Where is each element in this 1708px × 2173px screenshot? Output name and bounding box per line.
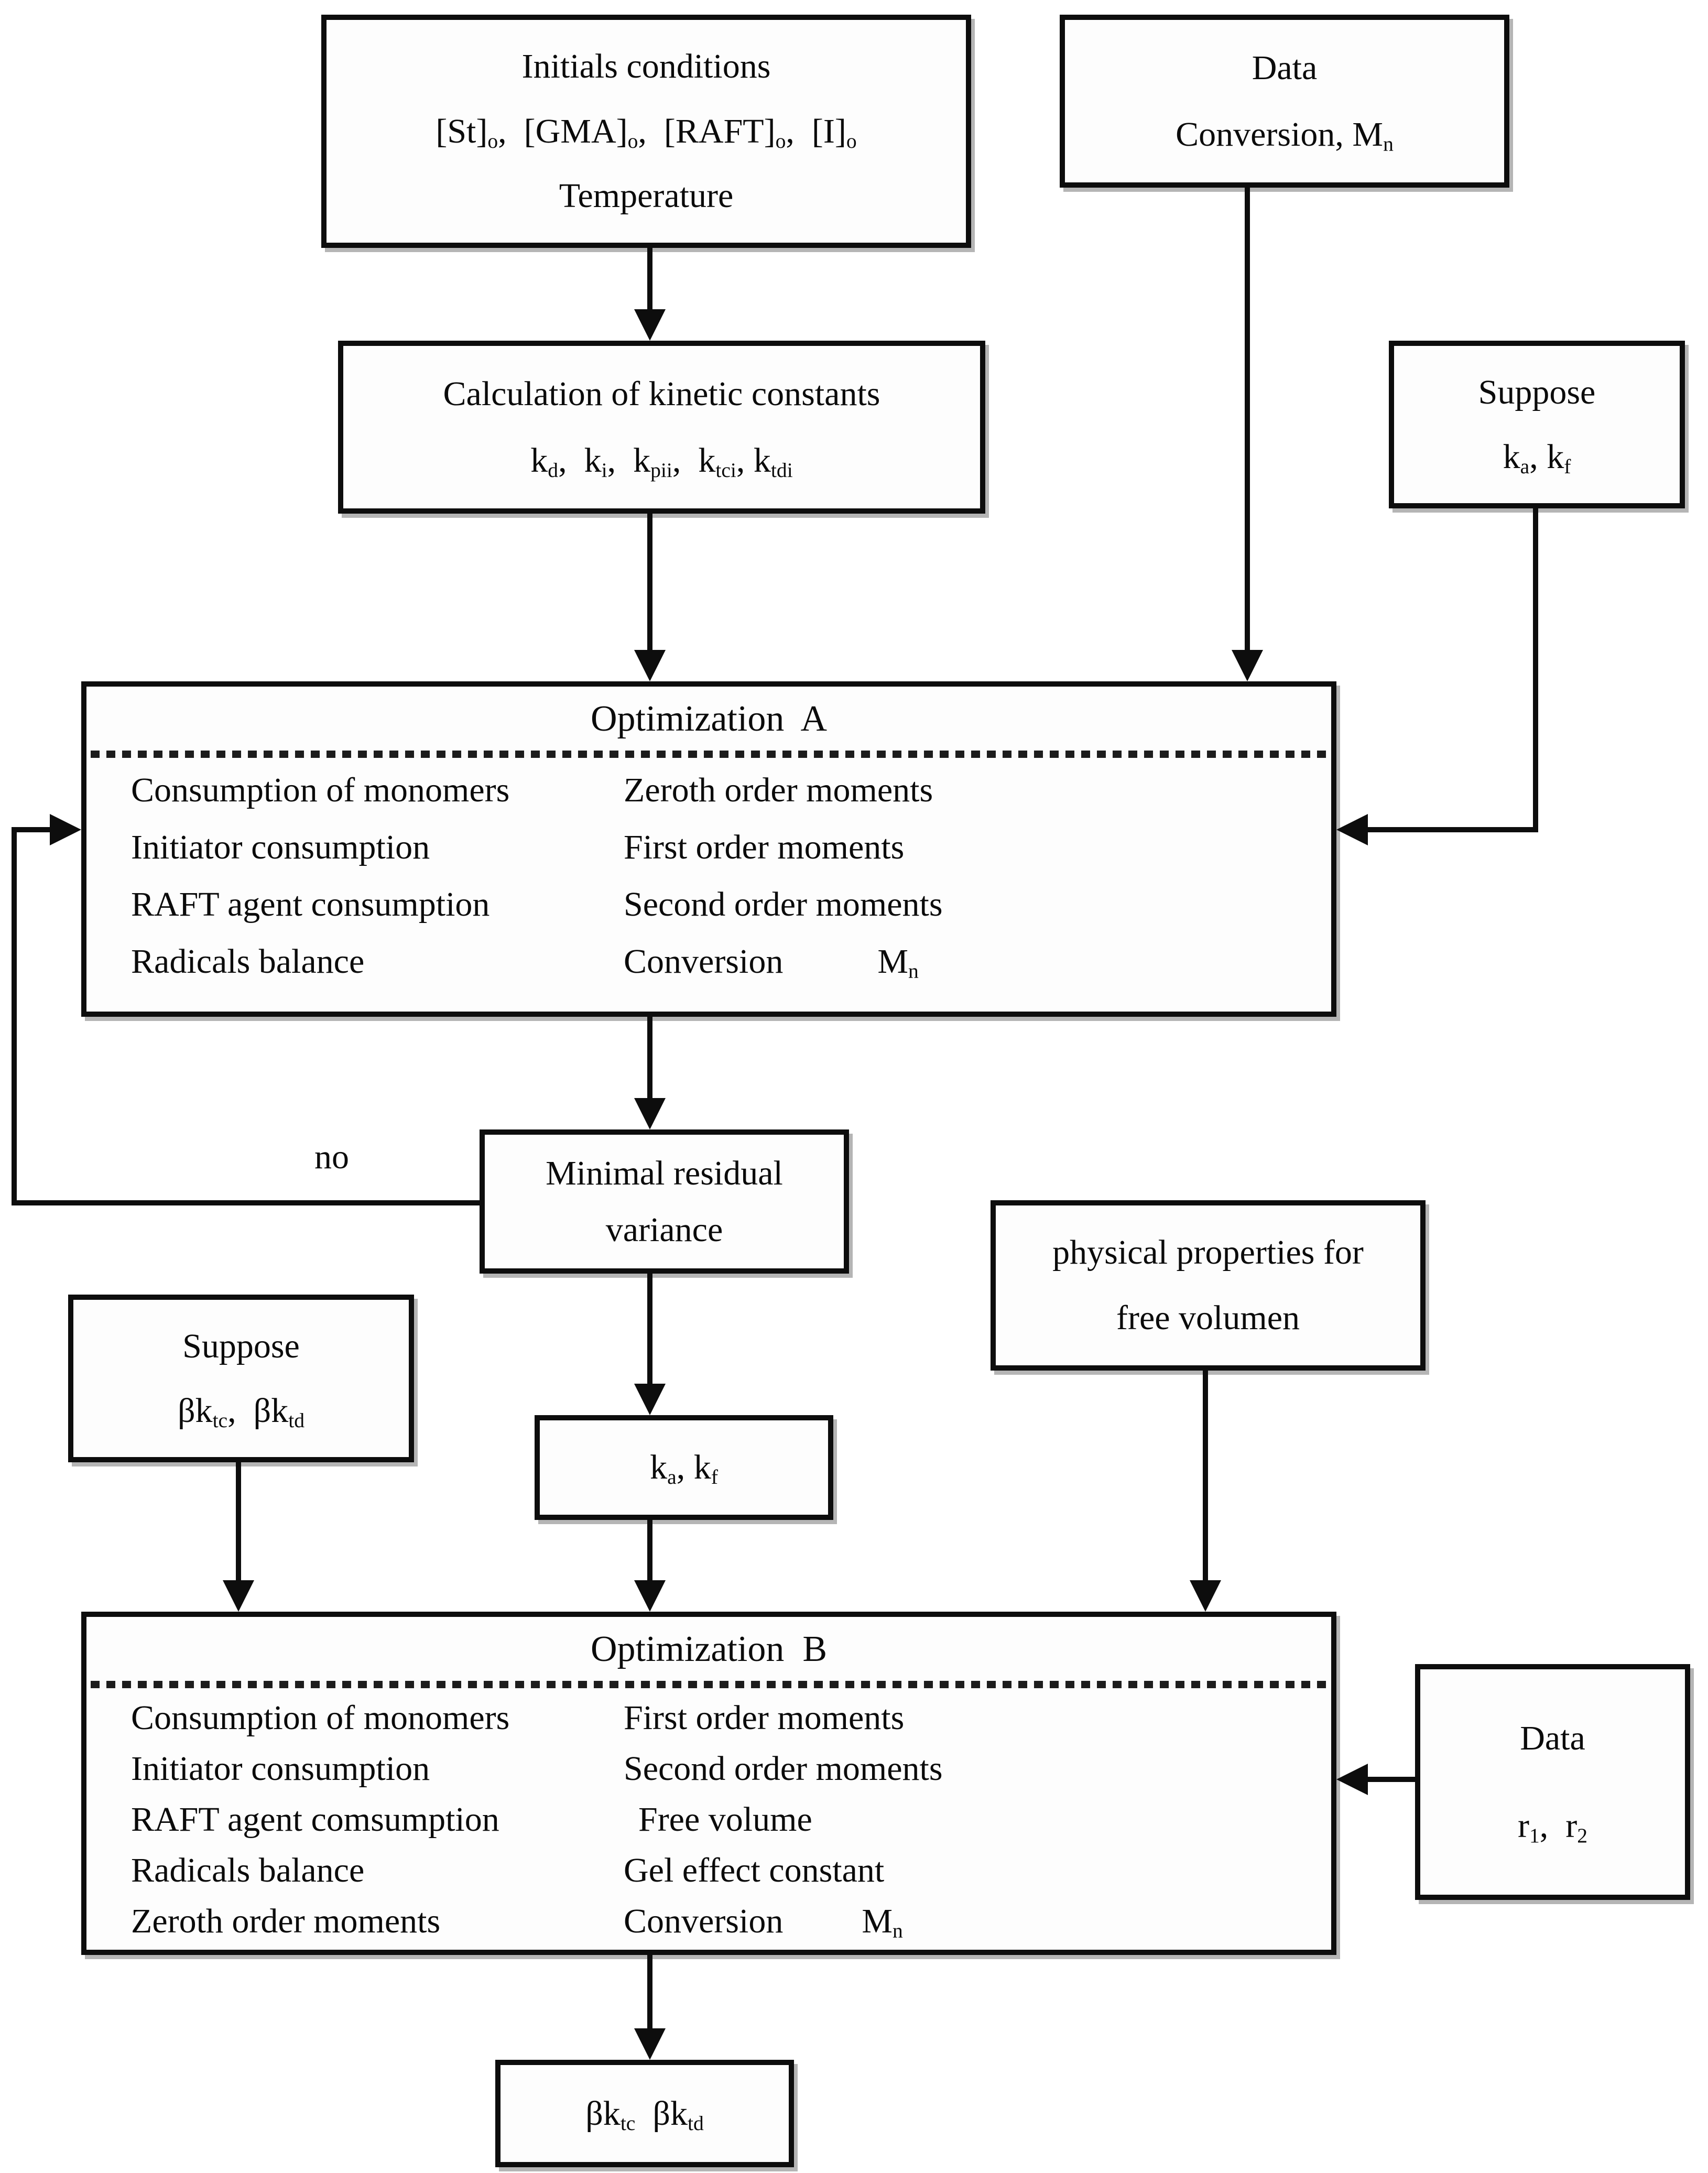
data-label: Data	[1252, 49, 1318, 88]
beta-k-output-symbols: βktc βktd	[585, 2094, 704, 2135]
connector-data-r-to-opt-b	[1368, 1777, 1420, 1782]
arrowhead-down-icon	[634, 1384, 666, 1415]
initial-conditions-title: Initials conditions	[521, 47, 771, 86]
data-r-label: Data	[1520, 1719, 1585, 1758]
conversion-mn-label: Conversion, Mn	[1176, 115, 1394, 156]
beta-k-output-box: βktc βktd	[495, 2060, 794, 2167]
arrowhead-down-icon	[1232, 650, 1263, 681]
connector-physprops-to-opt-b	[1203, 1371, 1208, 1583]
opt-a-item: First order moments	[624, 828, 905, 866]
opt-a-conversion-label: Conversion	[624, 942, 784, 981]
opt-a-item: Consumption of monomers	[131, 771, 510, 809]
connector-initials-to-calc	[647, 248, 652, 312]
arrowhead-right-icon	[50, 814, 81, 845]
initial-concentrations: [St]o, [GMA]o, [RAFT]o, [I]o	[436, 112, 857, 153]
data-r1-r2-box: Data r1, r2	[1415, 1664, 1690, 1900]
optimization-a-title: Optimization A	[590, 699, 828, 739]
opt-b-item: Free volume	[638, 1800, 812, 1839]
arrowhead-left-icon	[1336, 814, 1368, 845]
arrowhead-down-icon	[634, 650, 666, 681]
opt-b-item: Initiator consumption	[131, 1750, 430, 1788]
connector-opt-b-to-output	[647, 1955, 652, 2031]
kinetic-constants-symbols: kd, ki, kpii, ktci, ktdi	[530, 441, 793, 482]
no-branch-label: no	[314, 1138, 349, 1176]
opt-b-item: Consumption of monomers	[131, 1699, 510, 1737]
opt-b-item: Zeroth order moments	[131, 1902, 441, 1940]
opt-b-conversion-label: Conversion	[624, 1902, 784, 1940]
opt-b-item: First order moments	[624, 1699, 905, 1737]
opt-a-item: Initiator consumption	[131, 828, 430, 866]
initial-conditions-box: Initials conditions [St]o, [GMA]o, [RAFT…	[321, 15, 971, 248]
opt-a-mn-symbol: Mn	[877, 942, 919, 983]
connector-suppose-to-opt-a-vertical	[1533, 508, 1538, 832]
opt-b-item: Radicals balance	[131, 1851, 365, 1889]
optimization-a-right-column: Zeroth order moments First order moments…	[624, 771, 943, 983]
minimal-residual-line1: Minimal residual	[546, 1154, 783, 1192]
opt-b-item-conversion: Conversion Mn	[624, 1902, 943, 1942]
connector-no-feedback-bottom	[12, 1200, 480, 1205]
suppose-ka-kf-box: Suppose ka, kf	[1389, 341, 1685, 508]
opt-a-item: RAFT agent consumption	[131, 885, 490, 923]
suppose-label: Suppose	[1478, 373, 1596, 411]
ka-kf-result-symbols: ka, kf	[650, 1448, 718, 1489]
connector-suppose-to-opt-a-horizontal	[1368, 827, 1538, 832]
suppose-beta-label: Suppose	[182, 1327, 300, 1365]
opt-a-item-conversion: Conversion Mn	[624, 942, 943, 983]
arrowhead-down-icon	[634, 2028, 666, 2060]
physical-properties-line2: free volumen	[1116, 1299, 1300, 1338]
arrowhead-down-icon	[634, 1098, 666, 1129]
minimal-residual-variance-box: Minimal residual variance	[480, 1129, 849, 1274]
ka-kf-result-box: ka, kf	[535, 1415, 833, 1520]
r1-r2-symbols: r1, r2	[1517, 1806, 1588, 1847]
arrowhead-down-icon	[1190, 1580, 1221, 1612]
opt-b-item: RAFT agent comsumption	[131, 1800, 499, 1839]
optimization-a-left-column: Consumption of monomers Initiator consum…	[131, 773, 509, 979]
optimization-b-divider	[91, 1681, 1327, 1688]
optimization-b-title: Optimization B	[590, 1629, 828, 1669]
connector-opt-a-to-minres	[647, 1017, 652, 1101]
data-conversion-box: Data Conversion, Mn	[1060, 15, 1509, 188]
opt-b-item: Gel effect constant	[624, 1851, 885, 1889]
optimization-b-box: Optimization B Consumption of monomers I…	[81, 1612, 1336, 1955]
minimal-residual-line2: variance	[605, 1210, 723, 1249]
opt-a-item: Zeroth order moments	[624, 771, 933, 809]
connector-no-feedback-top	[17, 827, 50, 832]
opt-a-item: Second order moments	[624, 885, 943, 923]
kinetic-constants-title: Calculation of kinetic constants	[443, 375, 880, 414]
optimization-a-divider	[91, 751, 1327, 758]
connector-no-feedback-vertical	[12, 827, 17, 1205]
opt-a-item: Radicals balance	[131, 942, 365, 981]
optimization-b-right-column: First order moments Second order moments…	[624, 1699, 943, 1942]
opt-b-item: Second order moments	[624, 1750, 943, 1788]
arrowhead-down-icon	[634, 1580, 666, 1612]
ka-kf-symbols: ka, kf	[1503, 437, 1571, 478]
connector-calc-to-opt-a	[647, 514, 652, 653]
connector-data-to-opt-a	[1245, 188, 1250, 653]
arrowhead-down-icon	[223, 1580, 254, 1612]
physical-properties-box: physical properties for free volumen	[991, 1200, 1426, 1371]
physical-properties-line1: physical properties for	[1052, 1233, 1364, 1272]
connector-minres-to-kakf	[647, 1274, 652, 1386]
connector-kakf-to-opt-b	[647, 1520, 652, 1583]
connector-suppose-beta-to-opt-b	[236, 1462, 241, 1583]
temperature-label: Temperature	[559, 177, 734, 215]
optimization-b-left-column: Consumption of monomers Initiator consum…	[131, 1701, 509, 1939]
arrowhead-left-icon	[1336, 1764, 1368, 1795]
kinetic-constants-box: Calculation of kinetic constants kd, ki,…	[338, 341, 985, 514]
arrowhead-down-icon	[634, 309, 666, 341]
suppose-beta-k-box: Suppose βktc, βktd	[68, 1295, 414, 1462]
opt-b-mn-symbol: Mn	[862, 1902, 903, 1942]
suppose-beta-symbols: βktc, βktd	[177, 1391, 305, 1432]
optimization-a-box: Optimization A Consumption of monomers I…	[81, 681, 1336, 1017]
